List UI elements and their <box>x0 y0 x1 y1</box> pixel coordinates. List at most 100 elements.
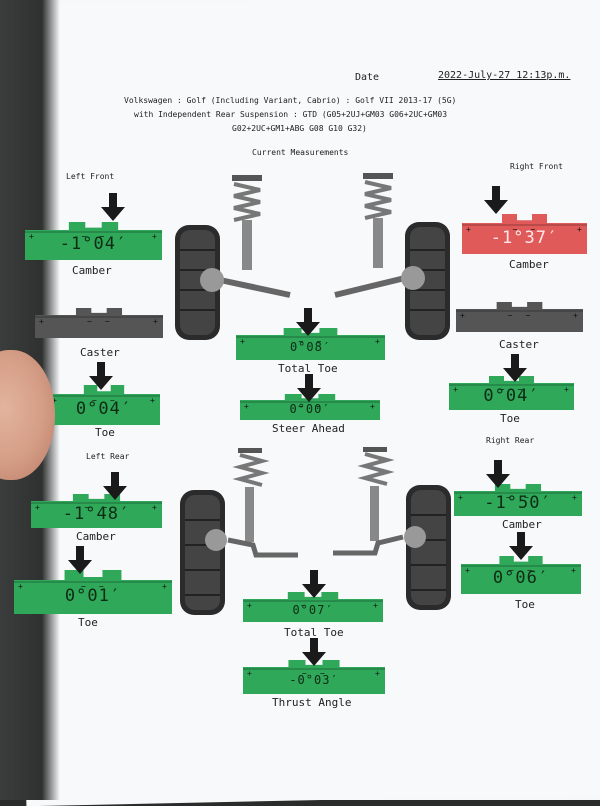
gauge-bar: +−−+ <box>462 214 587 254</box>
right-rear-toe-gauge: +−−+0°06′ <box>461 556 581 594</box>
left-rear-toe-gauge: +−−+0°01′ <box>14 570 172 614</box>
left-rear-camber-label: Camber <box>76 530 116 543</box>
gauge-bar: + − − + <box>240 394 380 420</box>
gauge-sign: + <box>577 225 582 234</box>
down-arrow-icon <box>509 532 533 560</box>
gauge-sign: − <box>508 311 513 320</box>
gauge-sign: − <box>99 582 104 591</box>
pointer-arrow-icon <box>486 460 510 492</box>
gauge-readout: 0°04′ <box>75 398 133 419</box>
gauge-readout: -1°04′ <box>59 234 128 254</box>
right-front-caster-label: Caster <box>499 338 539 351</box>
left-rear-camber-gauge: + − − + -1°48′ <box>31 494 162 528</box>
gauge-sign: − <box>509 566 514 575</box>
gauge-sign: − <box>526 311 531 320</box>
gauge-sign: + <box>370 402 375 411</box>
gauge-readout: 0°04′ <box>483 385 540 406</box>
gauge-bar: + − − + <box>25 222 162 260</box>
gauge-sign: − <box>103 503 108 512</box>
gauge-bar: +−−+ <box>454 484 582 516</box>
right-rear-title: Right Rear <box>486 436 535 445</box>
gauge-readout: 0°01′ <box>64 586 122 606</box>
right-front-title: Right Front <box>510 162 563 171</box>
gauge-readout: -1°48′ <box>62 503 131 524</box>
right-front-caster-gauge: +−−+ <box>456 302 583 332</box>
gauge-sign: + <box>52 396 57 405</box>
gauge-bar: + − − + <box>31 494 162 528</box>
gauge-sign: − <box>299 337 304 346</box>
gauge-sign: + <box>152 503 157 512</box>
left-front-caster-label: Caster <box>80 346 120 359</box>
right-front-camber-gauge: +−−+-1°37′ <box>462 214 587 254</box>
gauge-sign: − <box>87 317 92 326</box>
gauge-sign: − <box>92 396 97 405</box>
gauge-sign: + <box>572 493 577 502</box>
gauge-sign: − <box>316 402 321 411</box>
right-rear-camber-gauge: +−−+-1°50′ <box>454 484 582 516</box>
gauge-sign: − <box>100 232 105 241</box>
gauge-sign: + <box>240 337 245 346</box>
gauge-sign: − <box>531 225 536 234</box>
gauge-bar: + − − + <box>236 328 385 360</box>
gauge-readout: 0°00′ <box>289 402 331 416</box>
gauge-sign: + <box>152 232 157 241</box>
gauge-sign: − <box>298 402 303 411</box>
pointer-arrow-icon <box>484 186 508 218</box>
left-front-camber-gauge: + − − + -1°04′ <box>25 222 162 260</box>
gauge-sign: − <box>317 337 322 346</box>
down-arrow-icon <box>68 546 92 574</box>
gauge-bar: +−−+ <box>461 556 581 594</box>
down-arrow-icon <box>302 570 326 598</box>
left-front-camber-label: Camber <box>72 264 112 277</box>
gauge-sign: − <box>301 601 306 610</box>
pointer-arrow-icon <box>297 374 321 406</box>
down-arrow-icon <box>486 460 510 488</box>
left-front-title: Left Front <box>66 172 115 181</box>
gauge-sign: + <box>573 311 578 320</box>
pointer-arrow-icon <box>302 638 326 670</box>
gauge-sign: + <box>375 669 380 678</box>
gauge-sign: − <box>320 669 325 678</box>
gauge-sign: + <box>244 402 249 411</box>
down-arrow-icon <box>89 362 113 390</box>
left-rear-title: Left Rear <box>86 452 130 461</box>
gauge-bar: +−−+ <box>243 592 383 622</box>
right-rear-camber-label: Camber <box>502 518 542 531</box>
gauge-bar: +−−+ <box>14 570 172 614</box>
date-label: Date <box>355 72 380 83</box>
down-arrow-icon <box>103 472 127 500</box>
gauge-sign: + <box>39 317 44 326</box>
date-value: 2022-July-27 12:13p.m. <box>438 70 571 81</box>
gauge-sign: + <box>247 669 252 678</box>
gauge-bar: +−−+ <box>456 302 583 332</box>
gauge-sign: − <box>85 503 90 512</box>
vehicle-line-3: G02+2UC+GM1+ABG G08 G10 G32) <box>232 124 367 133</box>
gauge-bar: +−−+ <box>35 308 163 338</box>
pointer-arrow-icon <box>101 193 125 225</box>
gauge-sign: − <box>506 493 511 502</box>
rear-total-toe-gauge: +−−+0°07′ <box>243 592 383 622</box>
gauge-sign: + <box>29 232 34 241</box>
gauge-readout: -1°37′ <box>490 227 559 248</box>
gauge-sign: − <box>319 601 324 610</box>
pointer-arrow-icon <box>103 472 127 504</box>
left-front-caster-gauge: +−−+ <box>35 308 163 338</box>
gauge-readout: -1°50′ <box>484 492 552 513</box>
gauge-sign: + <box>453 385 458 394</box>
gauge-sign: + <box>465 566 470 575</box>
down-arrow-icon <box>101 193 125 221</box>
down-arrow-icon <box>302 638 326 666</box>
front-total-toe-label: Total Toe <box>278 362 338 375</box>
gauge-sign: − <box>82 232 87 241</box>
down-arrow-icon <box>296 308 320 336</box>
down-arrow-icon <box>484 186 508 214</box>
pointer-arrow-icon <box>89 362 113 394</box>
gauge-sign: + <box>373 601 378 610</box>
gauge-sign: + <box>375 337 380 346</box>
pointer-arrow-icon <box>68 546 92 578</box>
gauge-sign: + <box>150 396 155 405</box>
gauge-sign: + <box>35 503 40 512</box>
steer-ahead-gauge: + − − +0°00′ <box>240 394 380 420</box>
rear-total-toe-label: Total Toe <box>284 626 344 639</box>
thrust-angle-label: Thrust Angle <box>272 696 352 709</box>
